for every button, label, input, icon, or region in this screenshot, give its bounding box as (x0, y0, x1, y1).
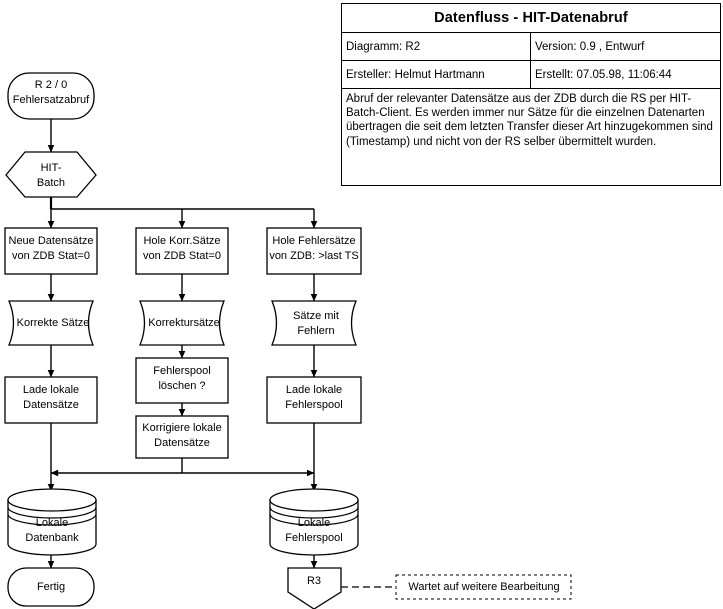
process-new-records-line2: von ZDB Stat=0 (12, 250, 90, 262)
start-terminator-line1: R 2 / 0 (35, 79, 67, 91)
database-errorspool-line2: Fehlerspool (285, 532, 342, 544)
title-block-diagram-label: Diagramm: R2 (342, 33, 531, 60)
title-block-heading: Datenfluss - HIT-Datenabruf (342, 4, 720, 33)
process-correct-local-records (135, 415, 229, 459)
process-fetch-corrections-line1: Hole Korr.Sätze (143, 235, 220, 247)
data-corrections (139, 300, 225, 346)
process-correct-local-records-line2: Datensätze (154, 437, 210, 449)
process-fetch-corrections-line2: von ZDB Stat=0 (143, 250, 221, 262)
database-local-line1: Lokale (36, 517, 68, 529)
process-load-local-errorspool (266, 376, 362, 424)
process-load-local-records (4, 376, 98, 424)
start-terminator-line2: Fehlersatzabruf (13, 94, 90, 106)
data-corrections-line1: Korrektursätze (148, 317, 220, 329)
start-terminator (7, 72, 95, 120)
process-load-local-records-line2: Datensätze (23, 399, 79, 411)
hit-batch-line1: HIT- (41, 162, 62, 174)
title-block-row-diagram: Diagramm: R2 Version: 0.9 , Entwurf (342, 33, 720, 61)
database-errorspool (269, 488, 359, 556)
process-load-local-records-line1: Lade lokale (23, 384, 79, 396)
data-error-records-line2: Fehlern (297, 325, 334, 337)
database-local (7, 488, 97, 556)
process-delete-errorspool-line2: löschen ? (158, 380, 205, 392)
process-fetch-errors (266, 227, 362, 275)
process-fetch-errors-line1: Hole Fehlersätze (272, 235, 355, 247)
process-new-records (4, 227, 98, 275)
title-block-row-author: Ersteller: Helmut Hartmann Erstellt: 07.… (342, 61, 720, 89)
data-correct-records-line1: Korrekte Sätze (17, 317, 90, 329)
title-block: Datenfluss - HIT-Datenabruf Diagramm: R2… (341, 3, 721, 186)
process-fetch-errors-line2: von ZDB: >last TS (269, 250, 358, 262)
end-terminator-fertig (7, 567, 95, 607)
database-local-line2: Datenbank (25, 532, 79, 544)
hit-batch-line2: Batch (37, 177, 65, 189)
hit-batch-hexagon (5, 151, 97, 198)
data-error-records (271, 300, 357, 346)
data-error-records-line1: Sätze mit (293, 310, 339, 322)
offpage-connector-r3-label: R3 (307, 575, 321, 587)
title-block-description: Abruf der relevanter Datensätze aus der … (346, 93, 713, 148)
process-new-records-line1: Neue Datensätze (9, 235, 94, 247)
database-errorspool-line1: Lokale (298, 517, 330, 529)
process-delete-errorspool-line1: Fehlerspool (153, 365, 210, 377)
note-wait-box (395, 574, 572, 600)
process-load-local-errorspool-line2: Fehlerspool (285, 399, 342, 411)
title-block-created-label: Erstellt: 07.05.98, 11:06:44 (535, 68, 672, 81)
process-fetch-corrections (135, 227, 229, 275)
data-correct-records (8, 300, 94, 346)
process-delete-errorspool (135, 357, 229, 404)
title-block-version-label: Version: 0.9 , Entwurf (535, 40, 645, 53)
end-terminator-fertig-label: Fertig (37, 581, 65, 593)
title-block-author-label: Ersteller: Helmut Hartmann (342, 61, 531, 88)
process-correct-local-records-line1: Korrigiere lokale (142, 422, 221, 434)
note-wait-label: Wartet auf weitere Bearbeitung (408, 581, 559, 593)
offpage-connector-r3 (287, 567, 342, 609)
process-load-local-errorspool-line1: Lade lokale (286, 384, 342, 396)
